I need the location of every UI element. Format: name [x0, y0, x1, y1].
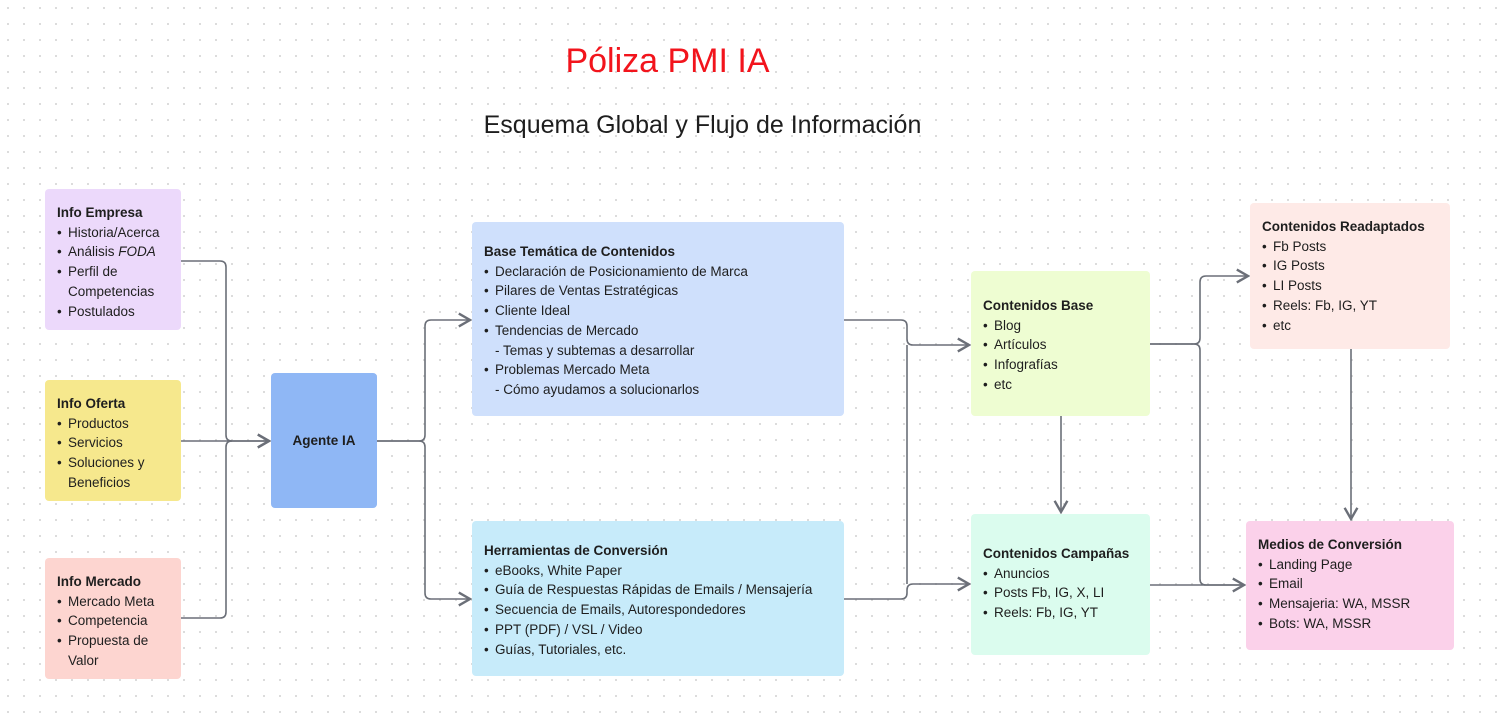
- connector-contenidos-medios: [1150, 343, 1247, 593]
- list-item: LI Posts: [1262, 276, 1438, 296]
- connector-agente-herramientas: [377, 440, 473, 607]
- list-item: Competencia: [57, 611, 169, 631]
- list-item: Pilares de Ventas Estratégicas: [484, 281, 832, 301]
- node-title: Info Empresa: [57, 205, 143, 220]
- list-item: Artículos: [983, 335, 1138, 355]
- list-item: Guías, Tutoriales, etc.: [484, 640, 832, 660]
- node-base-tematica[interactable]: Base Temática de Contenidos Declaración …: [472, 222, 844, 416]
- connector-herramientas-campanas: [844, 576, 972, 600]
- node-info-empresa[interactable]: Info Empresa Historia/Acerca Análisis FO…: [45, 189, 181, 330]
- list-item: Soluciones y: [57, 453, 169, 473]
- list-item: Reels: Fb, IG, YT: [983, 603, 1138, 623]
- node-info-mercado[interactable]: Info Mercado Mercado Meta Competencia Pr…: [45, 558, 181, 679]
- node-agente-ia[interactable]: Agente IA: [271, 373, 377, 508]
- node-contenidos-campanas[interactable]: Contenidos Campañas Anuncios Posts Fb, I…: [971, 514, 1150, 655]
- list-item: Productos: [57, 414, 169, 434]
- list-item: Valor: [68, 652, 99, 668]
- node-title: Contenidos Base: [983, 298, 1094, 313]
- list-item: Infografías: [983, 355, 1138, 375]
- list-item: Anuncios: [983, 564, 1138, 584]
- list-item: Email: [1258, 574, 1442, 594]
- node-title: Info Oferta: [57, 396, 126, 411]
- list-item: Reels: Fb, IG, YT: [1262, 296, 1438, 316]
- node-herramientas-conversion[interactable]: Herramientas de Conversión eBooks, White…: [472, 521, 844, 676]
- list-item: Problemas Mercado Meta: [484, 360, 832, 380]
- node-title: Contenidos Campañas: [983, 546, 1130, 561]
- list-item: Postulados: [57, 302, 169, 322]
- list-item: Mensajeria: WA, MSSR: [1258, 594, 1442, 614]
- list-item: Declaración de Posicionamiento de Marca: [484, 262, 832, 282]
- node-contenidos-base[interactable]: Contenidos Base Blog Artículos Infografí…: [971, 271, 1150, 416]
- node-title: Agente IA: [292, 432, 356, 448]
- list-item: Cliente Ideal: [484, 301, 832, 321]
- list-item: Blog: [983, 316, 1138, 336]
- list-item: Secuencia de Emails, Autorespondedores: [484, 600, 832, 620]
- list-item: IG Posts: [1262, 256, 1438, 276]
- node-contenidos-readaptados[interactable]: Contenidos Readaptados Fb Posts IG Posts…: [1250, 203, 1450, 349]
- list-item: PPT (PDF) / VSL / Video: [484, 620, 832, 640]
- connector-base-contenidos: [844, 319, 972, 353]
- node-title: Contenidos Readaptados: [1262, 219, 1425, 234]
- connector-empresa-agente: [181, 260, 272, 449]
- connector-contenidos-readaptados: [1150, 268, 1251, 345]
- list-item: Competencias: [68, 283, 155, 299]
- node-title: Medios de Conversión: [1258, 537, 1403, 552]
- list-item: - Temas y subtemas a desarrollar: [495, 342, 695, 358]
- list-item: Posts Fb, IG, X, LI: [983, 583, 1138, 603]
- list-item: Análisis FODA: [57, 242, 169, 262]
- node-info-oferta[interactable]: Info Oferta Productos Servicios Solucion…: [45, 380, 181, 501]
- diagram-subtitle: Esquema Global y Flujo de Información: [483, 111, 922, 139]
- list-item: Landing Page: [1258, 555, 1442, 575]
- connector-agente-base: [377, 312, 473, 442]
- node-medios-conversion[interactable]: Medios de Conversión Landing Page Email …: [1246, 521, 1454, 650]
- node-title: Herramientas de Conversión: [484, 543, 668, 558]
- node-title: Info Mercado: [57, 574, 142, 589]
- list-item: Mercado Meta: [57, 592, 169, 612]
- list-item: Fb Posts: [1262, 237, 1438, 257]
- list-item: Historia/Acerca: [57, 223, 169, 243]
- list-item: Guía de Respuestas Rápidas de Emails / M…: [484, 580, 832, 600]
- list-item: Perfil de: [57, 262, 169, 282]
- list-item: etc: [983, 375, 1138, 395]
- list-item: Bots: WA, MSSR: [1258, 614, 1442, 634]
- list-item: Servicios: [57, 433, 169, 453]
- list-item: Tendencias de Mercado: [484, 321, 832, 341]
- node-title: Base Temática de Contenidos: [484, 244, 676, 259]
- connector-mercado-agente: [181, 440, 233, 619]
- list-item: Propuesta de: [57, 631, 169, 651]
- diagram-title: Póliza PMI IA: [565, 42, 770, 80]
- list-item: Beneficios: [68, 474, 131, 490]
- list-item: eBooks, White Paper: [484, 561, 832, 581]
- list-item: etc: [1262, 316, 1438, 336]
- list-item: - Cómo ayudamos a solucionarlos: [495, 381, 700, 397]
